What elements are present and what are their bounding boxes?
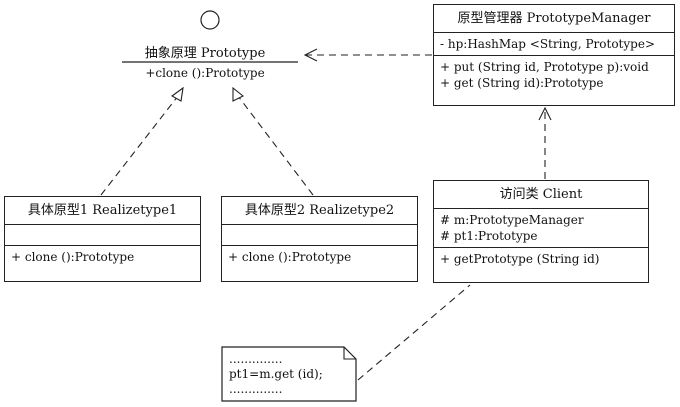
realizetype2-title: 具体原型2 Realizetype2 — [222, 197, 417, 225]
client-title: 访问类 Client — [434, 181, 648, 209]
note-line-code: pt1=m.get (id); — [229, 367, 323, 381]
prototype-manager-class: 原型管理器 PrototypeManager - hp:HashMap <Str… — [433, 4, 675, 106]
client-method-getprototype: + getPrototype (String id) — [440, 252, 600, 266]
note-anchor-line — [357, 284, 471, 381]
prototype-manager-attribute-hp: - hp:HashMap <String, Prototype> — [440, 37, 655, 51]
realization-arrowhead-1-icon — [170, 86, 184, 102]
realizetype1-attributes — [5, 225, 200, 246]
prototype-manager-methods: + put (String id, Prototype p):void + ge… — [434, 56, 674, 94]
realizetype2-methods: + clone ():Prototype — [222, 246, 417, 268]
realizetype1-title: 具体原型1 Realizetype1 — [5, 197, 200, 225]
prototype-manager-method-get: + get (String id):Prototype — [440, 76, 604, 90]
client-methods: + getPrototype (String id) — [434, 248, 648, 270]
realizetype2-attributes — [222, 225, 417, 246]
interface-circle-icon — [200, 10, 220, 30]
realizetype1-method-clone: + clone ():Prototype — [11, 250, 135, 264]
note-fold-icon — [343, 347, 356, 360]
realizetype2-method-clone: + clone ():Prototype — [228, 250, 352, 264]
prototype-manager-attributes: - hp:HashMap <String, Prototype> — [434, 33, 674, 56]
prototype-interface-method: +clone ():Prototype — [145, 66, 265, 80]
prototype-interface-title: 抽象原理 Prototype — [144, 46, 266, 61]
note-line-dots-top: .............. — [229, 352, 283, 366]
client-attribute-m: # m:PrototypeManager — [440, 213, 584, 227]
client-attribute-pt1: # pt1:Prototype — [440, 229, 538, 243]
note-line-dots-bottom: .............. — [229, 382, 283, 396]
code-note: .............. pt1=m.get (id); .........… — [229, 352, 323, 397]
prototype-manager-method-put: + put (String id, Prototype p):void — [440, 60, 649, 74]
note-shape — [221, 346, 357, 402]
realization-arrowhead-2-icon — [232, 86, 245, 102]
client-attributes: # m:PrototypeManager # pt1:Prototype — [434, 209, 648, 248]
realizetype1-class: 具体原型1 Realizetype1 + clone ():Prototype — [4, 196, 201, 282]
dependency-arrowhead-client-icon — [538, 106, 552, 121]
client-class: 访问类 Client # m:PrototypeManager # pt1:Pr… — [433, 180, 649, 283]
dependency-arrowhead-manager-icon — [303, 48, 318, 62]
prototype-manager-title: 原型管理器 PrototypeManager — [434, 5, 674, 33]
realizetype1-methods: + clone ():Prototype — [5, 246, 200, 268]
realizetype2-class: 具体原型2 Realizetype2 + clone ():Prototype — [221, 196, 418, 282]
realization-line-2 — [237, 95, 314, 196]
realization-line-1 — [100, 95, 179, 196]
